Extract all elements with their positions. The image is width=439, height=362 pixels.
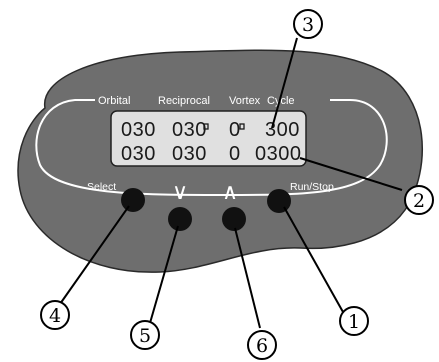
header-vortex: Vortex bbox=[229, 95, 261, 107]
lcd-row1-orbital: 030 bbox=[121, 119, 156, 141]
callout-line-5 bbox=[149, 225, 179, 324]
header-orbital: Orbital bbox=[98, 95, 130, 107]
run-stop-button[interactable] bbox=[267, 189, 291, 213]
svg-text:6: 6 bbox=[256, 335, 268, 357]
lcd-row1-vortex-degree bbox=[239, 123, 245, 130]
header-reciprocal: Reciprocal bbox=[158, 95, 210, 107]
panel-inner-outline bbox=[35, 99, 388, 196]
run-stop-label: Run/Stop bbox=[290, 181, 334, 193]
callout-6: 6 bbox=[247, 330, 277, 360]
lcd-display bbox=[110, 110, 307, 167]
callout-3: 3 bbox=[293, 9, 323, 39]
header-cycle: Cycle bbox=[267, 95, 295, 107]
down-symbol: ∨ bbox=[172, 179, 188, 204]
lcd-row2-vortex: 0 bbox=[229, 143, 241, 165]
callout-line-2 bbox=[299, 157, 403, 191]
svg-text:3: 3 bbox=[302, 14, 314, 36]
callout-2: 2 bbox=[404, 185, 434, 215]
callout-line-4 bbox=[59, 205, 130, 305]
lcd-row2-orbital: 030 bbox=[121, 143, 156, 165]
callout-1: 1 bbox=[339, 306, 369, 336]
up-button[interactable] bbox=[222, 207, 246, 231]
lcd-row2-reciprocal: 030 bbox=[172, 143, 207, 165]
up-symbol: ∧ bbox=[222, 179, 238, 204]
lcd-row1-reciprocal-degree bbox=[203, 123, 209, 130]
svg-text:4: 4 bbox=[49, 305, 61, 327]
lcd-row1-vortex: 0 bbox=[229, 119, 241, 141]
svg-text:1: 1 bbox=[348, 311, 360, 333]
callout-5: 5 bbox=[130, 320, 160, 350]
callout-4: 4 bbox=[40, 300, 70, 330]
select-label: Select bbox=[87, 181, 116, 193]
down-button[interactable] bbox=[168, 207, 192, 231]
lcd-row1-cycle: 300 bbox=[265, 119, 300, 141]
svg-text:2: 2 bbox=[413, 190, 425, 212]
svg-text:5: 5 bbox=[139, 325, 151, 347]
callout-line-1 bbox=[283, 206, 344, 313]
lcd-row2-cycle: 0300 bbox=[255, 143, 302, 165]
callout-line-3 bbox=[271, 37, 298, 129]
callout-line-6 bbox=[234, 227, 261, 329]
lcd-row1-reciprocal: 030 bbox=[172, 119, 207, 141]
select-button[interactable] bbox=[121, 188, 145, 212]
